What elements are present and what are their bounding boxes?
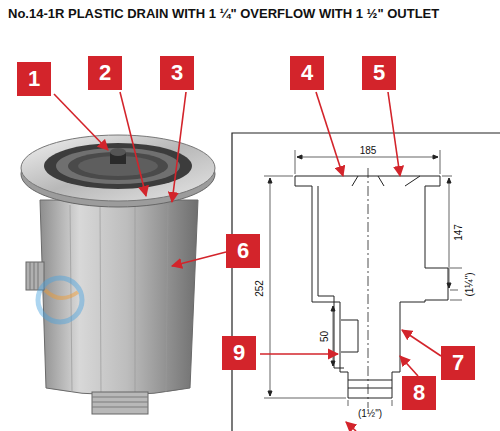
dimension-label: 252 [254, 278, 265, 299]
dimension-label: (1½") [356, 408, 384, 419]
dimension-label: 50 [320, 328, 331, 343]
callout-box: 4 [290, 56, 324, 90]
callout-box: 9 [222, 336, 256, 370]
callout-number: 8 [413, 382, 425, 404]
callout-number: 2 [99, 62, 111, 84]
callout-box: 3 [160, 56, 194, 90]
callout-number: 6 [237, 240, 249, 262]
drain-photo [21, 135, 215, 414]
dimension-label: 147 [453, 222, 464, 243]
section-drawing [232, 133, 500, 431]
callout-box: 5 [362, 56, 396, 90]
callout-number: 9 [233, 342, 245, 364]
dimension-label: (1¼") [464, 270, 475, 298]
page-title: No.14-1R PLASTIC DRAIN WITH 1 ¼" OVERFLO… [8, 6, 439, 21]
callout-number: 1 [28, 68, 40, 90]
callout-box: 7 [441, 346, 475, 380]
callout-number: 4 [301, 62, 313, 84]
watermark-logo [38, 278, 82, 322]
callout-box: 2 [88, 56, 122, 90]
leader-lines [54, 92, 441, 431]
callout-box: 8 [402, 376, 436, 410]
callout-number: 3 [171, 62, 183, 84]
callout-number: 7 [452, 352, 464, 374]
dimension-label: 185 [358, 145, 379, 156]
callout-box: 6 [226, 234, 260, 268]
callout-box: 1 [17, 62, 51, 96]
callout-number: 5 [373, 62, 385, 84]
